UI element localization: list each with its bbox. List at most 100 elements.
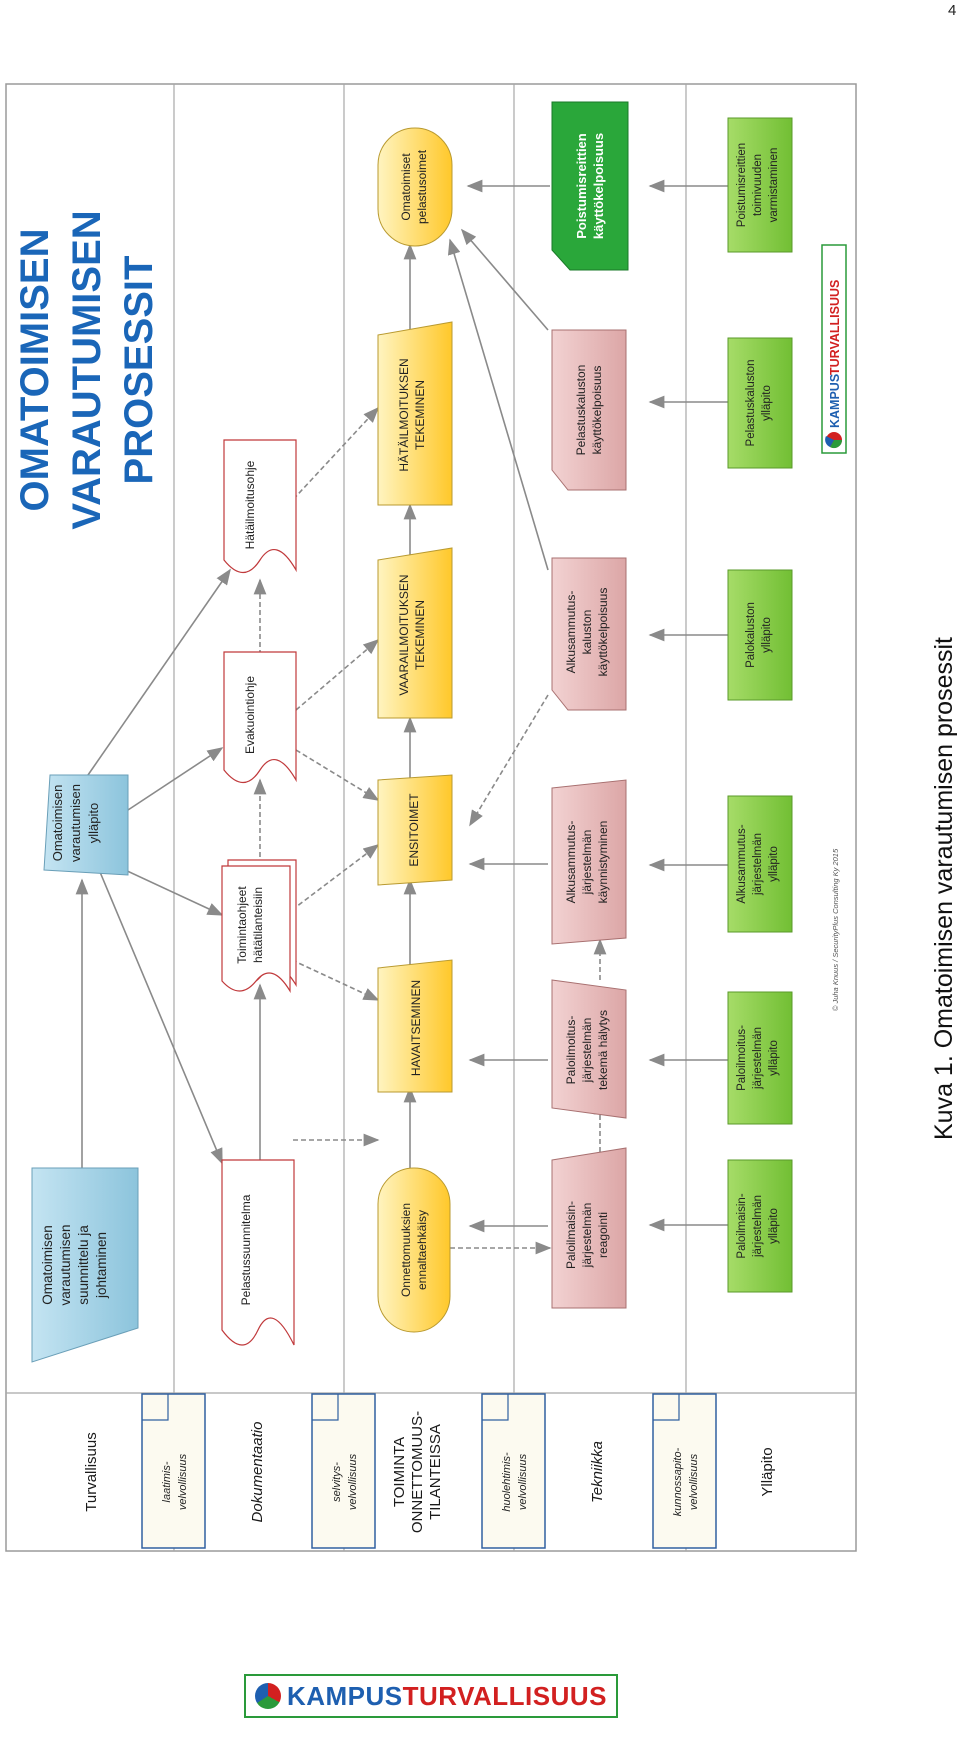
node-y-poistumis: Poistumisreittien toimivuuden varmistami… [727, 117, 793, 253]
svg-text:ennaltaehkäisy: ennaltaehkäisy [415, 1210, 429, 1290]
logo-text-part1: KAMPUS [286, 1680, 403, 1711]
svg-text:toimivuuden: toimivuuden [752, 154, 764, 216]
svg-text:pelastusoimet: pelastusoimet [415, 149, 429, 224]
node-y-paloilmaisin: Paloilmaisin- järjestelmän ylläpito [727, 1159, 793, 1293]
svg-text:Omatoimiset: Omatoimiset [399, 153, 413, 221]
svg-text:Alkusammutus-: Alkusammutus- [736, 824, 748, 903]
svg-text:Alkusammutus-: Alkusammutus- [564, 591, 578, 674]
svg-text:ylläpito: ylläpito [768, 1208, 780, 1244]
logo-text-part2: TURVALLISUUS [402, 1680, 608, 1711]
node-paloilmaisin-reagointi: Paloilmaisin- järjestelmän reagointi [551, 1147, 627, 1309]
svg-text:varmistaminen: varmistaminen [768, 148, 780, 223]
svg-text:johtaminen: johtaminen [94, 1232, 109, 1299]
svg-text:ylläpito: ylläpito [761, 385, 773, 421]
node-poistumisreitit-kk: Poistumisreittien käyttökelpoisuus [551, 101, 629, 271]
svg-text:käyttökelpoisuus: käyttökelpoisuus [591, 133, 606, 239]
svg-text:varautumisen: varautumisen [68, 784, 83, 862]
lane-label-toiminta-3: TILANTEISSA [427, 1424, 444, 1520]
title-line-2: VARAUTUMISEN [65, 210, 109, 529]
svg-text:laatimis-: laatimis- [161, 1461, 173, 1502]
svg-text:Paloilmaisin-: Paloilmaisin- [564, 1201, 578, 1269]
svg-text:selvitys-: selvitys- [331, 1462, 343, 1502]
svg-text:järjestelmän: järjestelmän [752, 1195, 764, 1258]
lane-label-yllapito: Ylläpito [759, 1447, 776, 1496]
svg-text:järjestelmän: järjestelmän [752, 833, 764, 896]
svg-text:velvollisuus: velvollisuus [347, 1453, 359, 1510]
duty-note-kunnossapito: kunnossapito- velvollisuus [652, 1393, 717, 1549]
lane-label-dokumentaatio: Dokumentaatio [249, 1422, 266, 1523]
lane-label-toiminta-1: TOIMINTA [391, 1437, 408, 1507]
node-hatailmoitusohje: Hätäilmoitusohje [223, 439, 297, 574]
node-ensitoimet: ENSITOIMET [377, 774, 453, 886]
svg-text:järjestelmän: järjestelmän [580, 1203, 594, 1269]
svg-text:Paloilmaisin-: Paloilmaisin- [736, 1193, 748, 1258]
inner-logo-text-2: TURVALLISUUS [828, 280, 842, 375]
duty-note-huolehtimis: huolehtimis- velvollisuus [481, 1393, 546, 1549]
logo-ball-icon [254, 1683, 281, 1709]
title-line-3: PROSESSIT [117, 256, 161, 485]
connector-arrows [75, 179, 728, 1255]
svg-text:ylläpito: ylläpito [768, 846, 780, 882]
svg-text:huolehtimis-: huolehtimis- [501, 1452, 513, 1512]
copyright: © Juha Knuus / SecurityPlus Consulting K… [831, 848, 840, 1011]
node-alkusammutus-kaluston: Alkusammutus- kaluston käyttökelpoisuus [551, 557, 627, 711]
title-line-1: OMATOIMISEN [13, 229, 57, 512]
node-pelastuskalusto-kk: Pelastuskaluston käyttökelpoisuus [551, 329, 627, 491]
lane-dividers [6, 84, 856, 1551]
node-havaitseminen: HAVAITSEMINEN [377, 959, 453, 1093]
svg-text:Palokaluston: Palokaluston [745, 602, 757, 668]
svg-text:velvollisuus: velvollisuus [177, 1453, 189, 1510]
node-pelastusoimet: Omatoimiset pelastusoimet [377, 127, 453, 247]
inner-logo-text-1: KAMPUS [828, 374, 842, 428]
svg-text:tekemä hälytys: tekemä hälytys [596, 1010, 610, 1090]
node-y-palokalusto: Palokaluston ylläpito [727, 569, 793, 701]
node-yllapito-top: Omatoimisen varautumisen ylläpito [43, 774, 129, 876]
svg-text:Hätäilmoitusohje: Hätäilmoitusohje [243, 460, 257, 549]
svg-text:kaluston: kaluston [580, 610, 594, 655]
node-toimintaohjeet: Toimintaohjeet hätätilanteisiin [221, 859, 297, 994]
lane-label-turvallisuus: Turvallisuus [83, 1432, 100, 1511]
node-evakuointiohje: Evakuointiohje [223, 651, 297, 784]
svg-text:Pelastussuunnitelma: Pelastussuunnitelma [239, 1194, 253, 1305]
lane-label-toiminta-2: ONNETTOMUUS- [409, 1411, 426, 1533]
node-suunnittelu: Omatoimisen varautumisen suunnittelu ja … [31, 1167, 139, 1363]
svg-text:ylläpito: ylläpito [86, 803, 101, 843]
node-hatailmoitus: HÄTÄILMOITUKSEN TEKEMINEN [377, 321, 453, 506]
svg-text:järjestelmän: järjestelmän [580, 1018, 594, 1084]
bottom-logo: KAMPUSTURVALLISUUS [244, 1674, 618, 1718]
lane-label-tekniikka: Tekniikka [589, 1441, 606, 1503]
node-vaarailmoitus: VAARAILMOITUKSEN TEKEMINEN [377, 547, 453, 719]
node-pelastussuunnitelma: Pelastussuunnitelma [221, 1159, 295, 1346]
svg-text:TEKEMINEN: TEKEMINEN [413, 380, 427, 450]
svg-text:HÄTÄILMOITUKSEN: HÄTÄILMOITUKSEN [397, 358, 411, 471]
svg-text:reagointi: reagointi [596, 1212, 610, 1258]
page-number: 4 [948, 2, 957, 19]
svg-text:käyttökelpoisuus: käyttökelpoisuus [590, 366, 604, 455]
svg-text:kunnossapito-: kunnossapito- [672, 1447, 684, 1516]
svg-text:järjestelmän: järjestelmän [752, 1027, 764, 1090]
svg-text:HAVAITSEMINEN: HAVAITSEMINEN [409, 980, 423, 1076]
node-y-paloilmoitus: Paloilmoitus- järjestelmän ylläpito [727, 991, 793, 1125]
svg-text:ENSITOIMET: ENSITOIMET [407, 793, 421, 867]
figure-caption: Kuva 1. Omatoimisen varautumisen prosess… [930, 637, 958, 1140]
svg-text:Omatoimisen: Omatoimisen [50, 785, 65, 862]
svg-text:Alkusammutus-: Alkusammutus- [564, 821, 578, 904]
svg-text:velvollisuus: velvollisuus [688, 1453, 700, 1510]
inner-logo: KAMPUS TURVALLISUUS [821, 244, 847, 454]
svg-text:Poistumisreittien: Poistumisreittien [574, 133, 589, 239]
svg-text:ylläpito: ylläpito [761, 617, 773, 653]
svg-text:Evakuointiohje: Evakuointiohje [243, 676, 257, 754]
svg-text:Toimintaohjeet: Toimintaohjeet [235, 886, 249, 964]
svg-text:Paloilmoitus-: Paloilmoitus- [736, 1025, 748, 1091]
svg-text:hätätilanteisiin: hätätilanteisiin [251, 887, 265, 963]
duty-note-laatimis: laatimis- velvollisuus [141, 1393, 206, 1549]
node-paloilmoitus-halytys: Paloilmoitus- järjestelmän tekemä hälyty… [551, 979, 627, 1119]
svg-text:TEKEMINEN: TEKEMINEN [413, 600, 427, 670]
svg-text:Pelastuskaluston: Pelastuskaluston [745, 360, 757, 447]
node-ennaltaehkaisy: Onnettomuuksien ennaltaehkäisy [377, 1167, 451, 1333]
svg-text:järjestelmän: järjestelmän [580, 830, 594, 896]
svg-text:Poistumisreittien: Poistumisreittien [736, 143, 748, 227]
svg-text:varautumisen: varautumisen [58, 1224, 73, 1305]
svg-text:käyttökelpoisuus: käyttökelpoisuus [596, 588, 610, 677]
